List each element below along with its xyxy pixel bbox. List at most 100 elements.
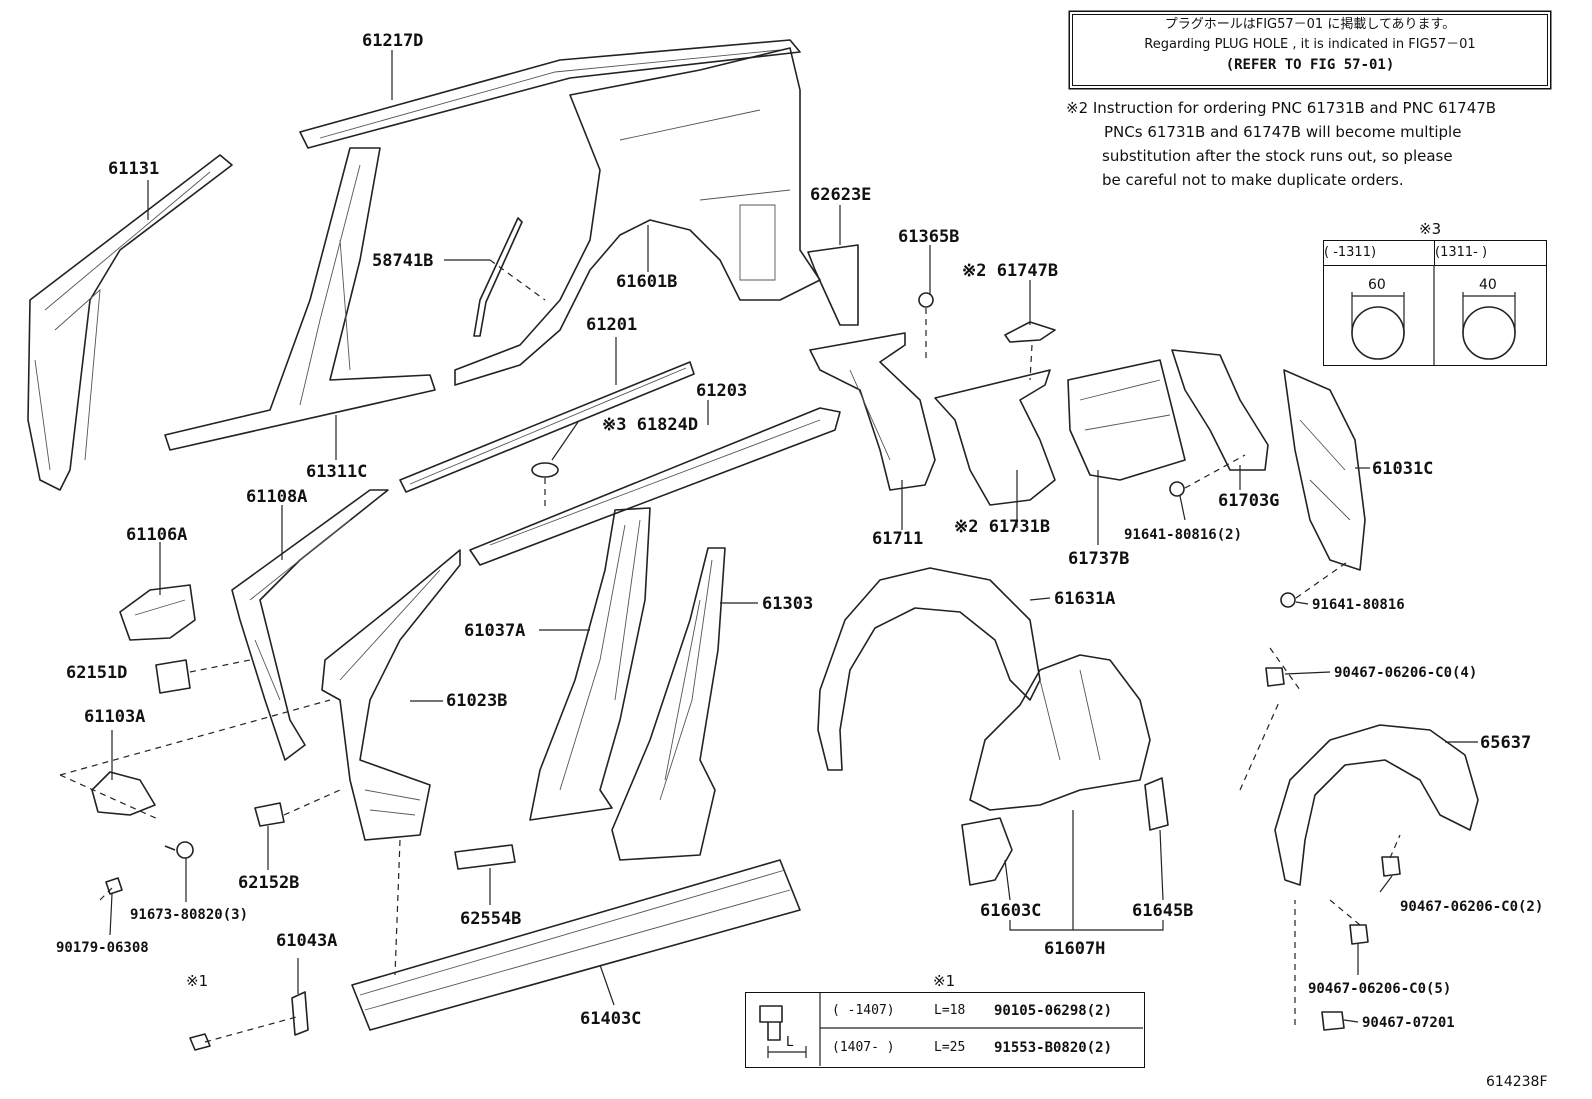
row2-range: (1407- ) xyxy=(832,1040,895,1055)
row1-length: L=18 xyxy=(934,1003,966,1018)
label-61703g[interactable]: 61703G xyxy=(1218,491,1280,511)
label-61365b[interactable]: 61365B xyxy=(898,227,960,247)
part-62152b-drawing xyxy=(254,802,285,827)
label-61747b[interactable]: ※2 61747B xyxy=(962,261,1059,281)
table3-col2-header: (1311- ) xyxy=(1435,241,1546,266)
label-61217d[interactable]: 61217D xyxy=(362,31,424,51)
part-65637-drawing xyxy=(1274,724,1479,886)
table3-mark: ※3 xyxy=(1419,220,1442,238)
part-61037a-drawing xyxy=(529,507,651,821)
part-61108a-drawing xyxy=(231,489,389,761)
label-91641-80816-2[interactable]: 91641-80816(2) xyxy=(1124,527,1243,543)
fastener-91641b-drawing xyxy=(1280,592,1296,608)
label-61311c[interactable]: 61311C xyxy=(306,462,368,482)
row1-range: ( -1407) xyxy=(832,1003,895,1018)
label-61203[interactable]: 61203 xyxy=(696,381,748,401)
table1-row-1: ( -1407) L=18 90105-06298(2) xyxy=(822,993,1144,1029)
part-61747b-drawing xyxy=(1004,321,1056,343)
label-90467-06206-c0-5[interactable]: 90467-06206-C0(5) xyxy=(1308,981,1452,997)
label-61631a[interactable]: 61631A xyxy=(1054,589,1116,609)
part-61601b-drawing xyxy=(454,47,821,386)
fastener-91641a-drawing xyxy=(1169,481,1185,497)
label-62554b[interactable]: 62554B xyxy=(460,909,522,929)
label-61023b[interactable]: 61023B xyxy=(446,691,508,711)
label-90467-07201[interactable]: 90467-07201 xyxy=(1362,1015,1455,1031)
part-61645b-drawing xyxy=(1144,777,1169,831)
label-90179-06308[interactable]: 90179-06308 xyxy=(56,940,149,956)
label-61711[interactable]: 61711 xyxy=(872,529,924,549)
part-61023b-drawing xyxy=(321,549,461,841)
part-61737b-drawing xyxy=(1067,359,1186,481)
part-61603c-drawing xyxy=(961,817,1013,886)
label-61106a[interactable]: 61106A xyxy=(126,525,188,545)
part-61607h-drawing xyxy=(969,654,1151,811)
label-61645b[interactable]: 61645B xyxy=(1132,901,1194,921)
instruction-line-4: be careful not to make duplicate orders. xyxy=(1102,171,1404,189)
label-61201[interactable]: 61201 xyxy=(586,315,638,335)
part-61031c-drawing xyxy=(1283,369,1366,571)
table1-dim-label: L xyxy=(786,1035,794,1050)
label-61603c[interactable]: 61603C xyxy=(980,901,1042,921)
label-61737b[interactable]: 61737B xyxy=(1068,549,1130,569)
row2-part: 91553-B0820(2) xyxy=(994,1040,1113,1056)
part-61365b-drawing xyxy=(918,292,934,308)
label-61037a[interactable]: 61037A xyxy=(464,621,526,641)
label-61607h[interactable]: 61607H xyxy=(1044,939,1106,959)
label-mark-1: ※1 xyxy=(186,972,209,990)
label-90467-06206-c0-4[interactable]: 90467-06206-C0(4) xyxy=(1334,665,1478,681)
fastener-mark1-drawing xyxy=(189,1033,211,1051)
dashed-lines xyxy=(59,259,1401,1043)
label-62151d[interactable]: 62151D xyxy=(66,663,128,683)
hole-size-table: ( -1311) (1311- ) 60 40 xyxy=(1323,240,1547,366)
label-91673-80820-3[interactable]: 91673-80820(3) xyxy=(130,907,249,923)
label-91641-80816[interactable]: 91641-80816 xyxy=(1312,597,1405,613)
label-65637[interactable]: 65637 xyxy=(1480,733,1532,753)
part-61731b-drawing xyxy=(934,369,1056,506)
instruction-line-3: substitution after the stock runs out, s… xyxy=(1102,147,1453,165)
label-61403c[interactable]: 61403C xyxy=(580,1009,642,1029)
label-61303[interactable]: 61303 xyxy=(762,594,814,614)
note-line-2: Regarding PLUG HOLE , it is indicated in… xyxy=(1144,37,1476,52)
fasteners-90467-drawing xyxy=(1265,667,1401,1031)
label-61031c[interactable]: 61031C xyxy=(1372,459,1434,479)
part-58741b-drawing xyxy=(473,217,523,337)
label-62152b[interactable]: 62152B xyxy=(238,873,300,893)
label-61131[interactable]: 61131 xyxy=(108,159,160,179)
instruction-line-1: ※2 Instruction for ordering PNC 61731B a… xyxy=(1066,99,1497,117)
label-61731b[interactable]: ※2 61731B xyxy=(954,517,1051,537)
row1-part: 90105-06298(2) xyxy=(994,1003,1113,1019)
part-61711-drawing xyxy=(809,332,936,491)
part-61631a-drawing xyxy=(817,567,1041,771)
instruction-line-2: PNCs 61731B and 61747B will become multi… xyxy=(1104,123,1462,141)
note-line-1: プラグホールはFIG57－01 に掲載してあります。 xyxy=(1164,17,1456,32)
table3-col2-dim: 40 xyxy=(1479,277,1497,293)
label-61824d[interactable]: ※3 61824D xyxy=(602,415,699,435)
label-61043a[interactable]: 61043A xyxy=(276,931,338,951)
fastener-90179-drawing xyxy=(105,877,123,895)
label-58741b[interactable]: 58741B xyxy=(372,251,434,271)
part-61703g-drawing xyxy=(1171,349,1269,471)
label-61103a[interactable]: 61103A xyxy=(84,707,146,727)
note-line-3: (REFER TO FIG 57-01) xyxy=(1225,57,1395,73)
ordering-instruction-note: ※2 Instruction for ordering PNC 61731B a… xyxy=(1066,96,1496,192)
table3-col1-header: ( -1311) xyxy=(1324,241,1435,266)
part-61043a-drawing xyxy=(291,991,309,1036)
part-61103a-drawing xyxy=(91,771,156,816)
part-61303-drawing xyxy=(611,547,726,861)
table3-col1-dim: 60 xyxy=(1368,277,1386,293)
part-61311c-drawing xyxy=(164,147,436,451)
table1-mark: ※1 xyxy=(933,972,956,990)
part-61403c-drawing xyxy=(351,859,801,1031)
table1-bolt-drawing xyxy=(759,992,1143,1066)
label-61108a[interactable]: 61108A xyxy=(246,487,308,507)
table3-drawing xyxy=(1351,265,1516,365)
part-62623e-drawing xyxy=(807,244,859,326)
part-61203-drawing xyxy=(469,407,841,566)
plug-hole-note: プラグホールはFIG57－01 に掲載してあります。 Regarding PLU… xyxy=(1072,14,1548,86)
diagram-id: 614238F xyxy=(1486,1074,1548,1090)
fastener-91673-drawing xyxy=(164,841,194,859)
label-62623e[interactable]: 62623E xyxy=(810,185,872,205)
label-61601b[interactable]: 61601B xyxy=(616,272,678,292)
label-90467-06206-c0-2[interactable]: 90467-06206-C0(2) xyxy=(1400,899,1544,915)
